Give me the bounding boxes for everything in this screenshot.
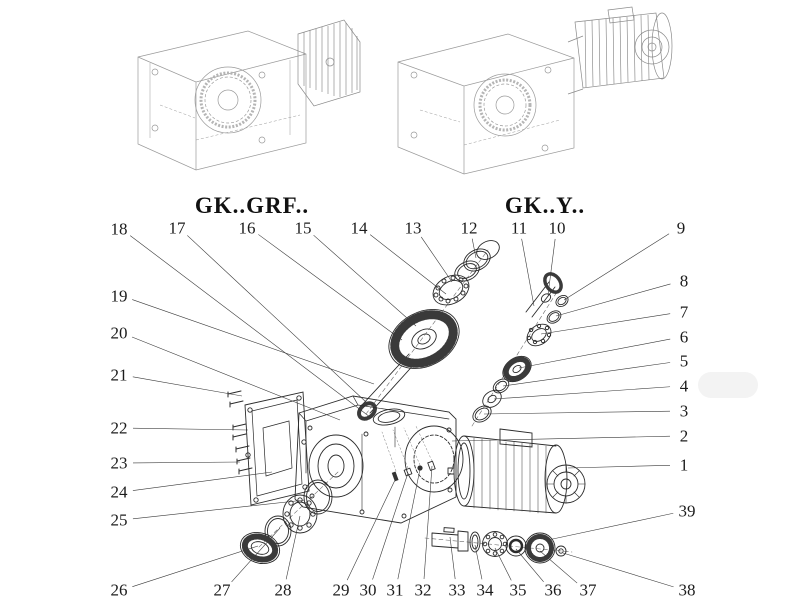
leader-line-36 (515, 548, 544, 583)
leader-line-33 (449, 536, 456, 580)
gear-shaft-assembly (357, 240, 500, 421)
leader-line-27 (231, 527, 281, 583)
leader-line-25 (132, 499, 306, 520)
leader-line-3 (483, 410, 671, 415)
screws (227, 390, 253, 475)
leader-line-24 (132, 471, 273, 491)
leader-line-13 (420, 236, 453, 283)
leader-line-20 (131, 336, 341, 421)
fasteners-keys (381, 425, 436, 482)
leader-lines-layer (130, 233, 674, 588)
leader-line-1 (567, 464, 671, 469)
reference-drawings (137, 6, 673, 175)
drawing-gk-y (397, 6, 673, 175)
leader-line-8 (555, 283, 671, 317)
assembly-axes (257, 249, 573, 553)
paper-smudge (698, 372, 758, 398)
leader-line-19 (132, 299, 375, 385)
leader-line-34 (474, 544, 483, 580)
exploded-view (227, 240, 586, 564)
leader-line-38 (562, 552, 674, 588)
leader-line-26 (132, 545, 259, 587)
variant-label-gk-grf: GK..GRF.. (194, 193, 310, 218)
leader-line-37 (539, 550, 578, 584)
leader-line-15 (313, 234, 417, 327)
leader-line-14 (369, 234, 447, 295)
leader-line-6 (518, 338, 671, 369)
leader-line-35 (494, 547, 512, 581)
drawing-gk-grf (137, 19, 361, 171)
leader-line-17 (187, 235, 367, 403)
leader-line-22 (132, 427, 249, 431)
leader-line-31 (397, 468, 421, 580)
leader-line-32 (423, 465, 433, 580)
leader-line-18 (130, 235, 371, 418)
output-shaft-assembly (431, 527, 567, 564)
leader-line-12 (471, 238, 477, 259)
leader-line-2 (451, 435, 671, 442)
flange-plate (244, 391, 310, 506)
leader-line-4 (493, 386, 671, 400)
electric-motor (447, 428, 586, 514)
seal-bearing-set (239, 479, 333, 564)
leader-line-21 (132, 376, 243, 397)
leader-line-5 (502, 362, 671, 387)
leader-line-9 (563, 233, 670, 301)
leader-line-23 (132, 461, 241, 464)
leader-line-11 (521, 238, 535, 307)
leader-line-30 (372, 472, 409, 580)
gearbox-housing (294, 395, 464, 524)
variant-label-gk-y: GK..Y.. (504, 193, 586, 218)
leader-line-39 (547, 512, 674, 541)
leader-line-10 (547, 238, 556, 296)
leader-line-29 (346, 477, 397, 581)
leader-line-28 (285, 515, 301, 580)
leader-line-16 (258, 234, 403, 341)
bevel-pinion-assembly (472, 272, 569, 423)
leader-line-7 (540, 313, 671, 335)
